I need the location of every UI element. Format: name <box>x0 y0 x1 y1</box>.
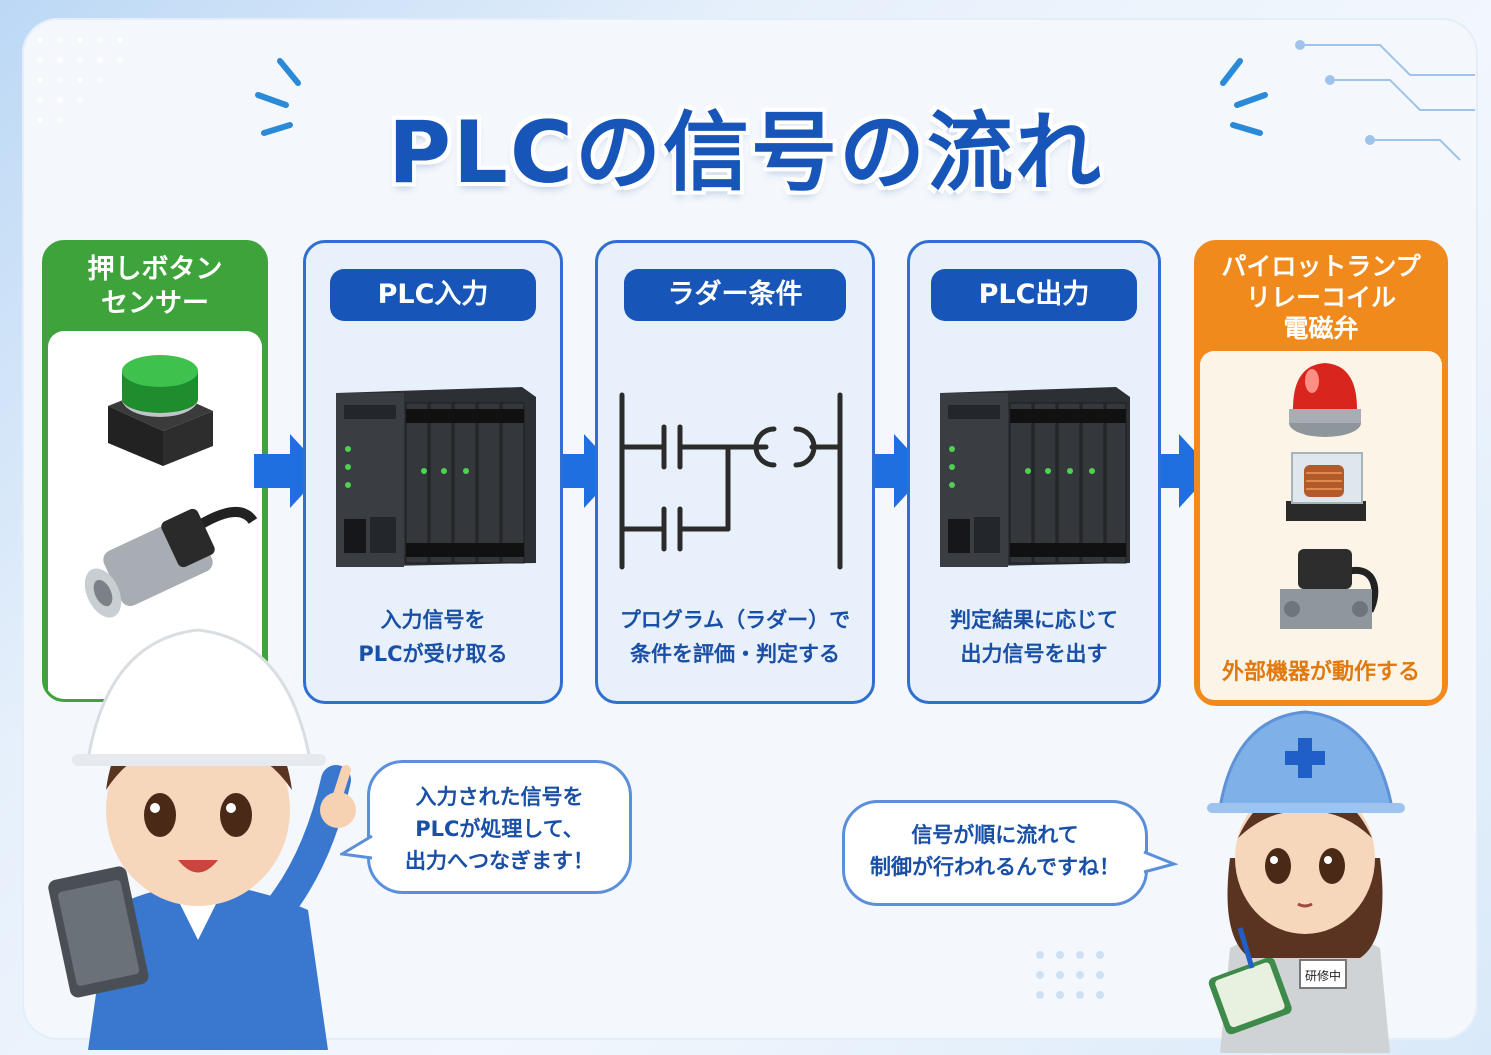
step-ladder-label: ラダー条件 <box>624 269 846 321</box>
input-devices-title: 押しボタン センサー <box>45 243 265 329</box>
speech-bubble-right-tail <box>1143 850 1178 874</box>
trainee-badge: 研修中 <box>1305 968 1341 983</box>
bubble-left-line2: PLCが処理して、 <box>415 817 584 841</box>
dot-pattern-topleft <box>37 37 123 123</box>
bubble-left-line3: 出力へつなぎます！ <box>405 849 594 873</box>
bubble-right-line1: 信号が順に流れて <box>911 823 1079 847</box>
output-title-line3: 電磁弁 <box>1283 314 1359 343</box>
step-plc-input-desc: 入力信号を PLCが受け取る <box>306 603 560 671</box>
speech-bubble-left: 入力された信号を PLCが処理して、 出力へつなぎます！ <box>367 760 632 894</box>
speech-bubble-right: 信号が順に流れて 制御が行われるんですね！ <box>842 800 1148 906</box>
step-ladder-desc: プログラム（ラダー）で 条件を評価・判定する <box>598 603 872 671</box>
input-devices-illustration <box>84 355 258 618</box>
push-button-icon <box>108 355 213 466</box>
page-title: PLCの信号の流れ <box>388 103 1103 203</box>
pilot-lamp-icon <box>1289 363 1361 437</box>
output-caption: 外部機器が動作する <box>1221 660 1420 685</box>
step-plc-input: PLC入力 入力信号を PLCが受け取る <box>303 240 563 704</box>
step-ladder-desc-line1: プログラム（ラダー）で <box>619 608 851 632</box>
step-ladder-desc-line2: 条件を評価・判定する <box>630 642 840 666</box>
step-plc-output-label: PLC出力 <box>931 269 1137 321</box>
bubble-left-line1: 入力された信号を <box>415 785 584 809</box>
step-plc-input-desc-line2: PLCが受け取る <box>358 642 508 666</box>
relay-coil-icon <box>1286 452 1366 521</box>
input-title-line1: 押しボタン <box>87 254 223 285</box>
plc-module-icon <box>336 387 536 567</box>
output-devices-panel: パイロットランプ リレーコイル 電磁弁 <box>1194 240 1448 706</box>
step-ladder-condition: ラダー条件 プログラム（ラダー）で 条件を評価・判定する <box>595 240 875 704</box>
engineer-character-left <box>48 628 356 1050</box>
step-plc-output-desc-line2: 出力信号を出す <box>960 642 1108 666</box>
plc-module-icon <box>940 387 1130 567</box>
circuit-pattern-topright <box>1295 40 1475 161</box>
trainee-character-right: 研修中 <box>1207 710 1405 1053</box>
step-plc-output: PLC出力 判定結果に応じて 出力信号を出す <box>907 240 1161 704</box>
step-plc-input-label: PLC入力 <box>330 269 536 321</box>
step-plc-output-desc-line1: 判定結果に応じて <box>950 608 1118 632</box>
step-plc-output-desc: 判定結果に応じて 出力信号を出す <box>910 603 1158 671</box>
output-title-line1: パイロットランプ <box>1221 252 1421 281</box>
title-rays-right <box>1220 58 1268 136</box>
output-title-line2: リレーコイル <box>1245 283 1396 312</box>
dot-pattern-bottom <box>1036 951 1104 999</box>
solenoid-valve-icon <box>1280 549 1379 629</box>
speech-bubble-left-tail <box>340 834 373 860</box>
proximity-sensor-icon <box>84 506 258 618</box>
step-plc-input-desc-line1: 入力信号を <box>380 608 486 632</box>
title-rays-left <box>255 58 301 136</box>
input-title-line2: センサー <box>101 288 209 319</box>
output-devices-title: パイロットランプ リレーコイル 電磁弁 <box>1197 243 1445 351</box>
ladder-diagram-icon <box>619 392 843 570</box>
bubble-right-line2: 制御が行われるんですね！ <box>870 855 1120 879</box>
output-devices-body: 外部機器が動作する <box>1200 351 1442 700</box>
output-devices-illustration <box>1280 363 1379 629</box>
